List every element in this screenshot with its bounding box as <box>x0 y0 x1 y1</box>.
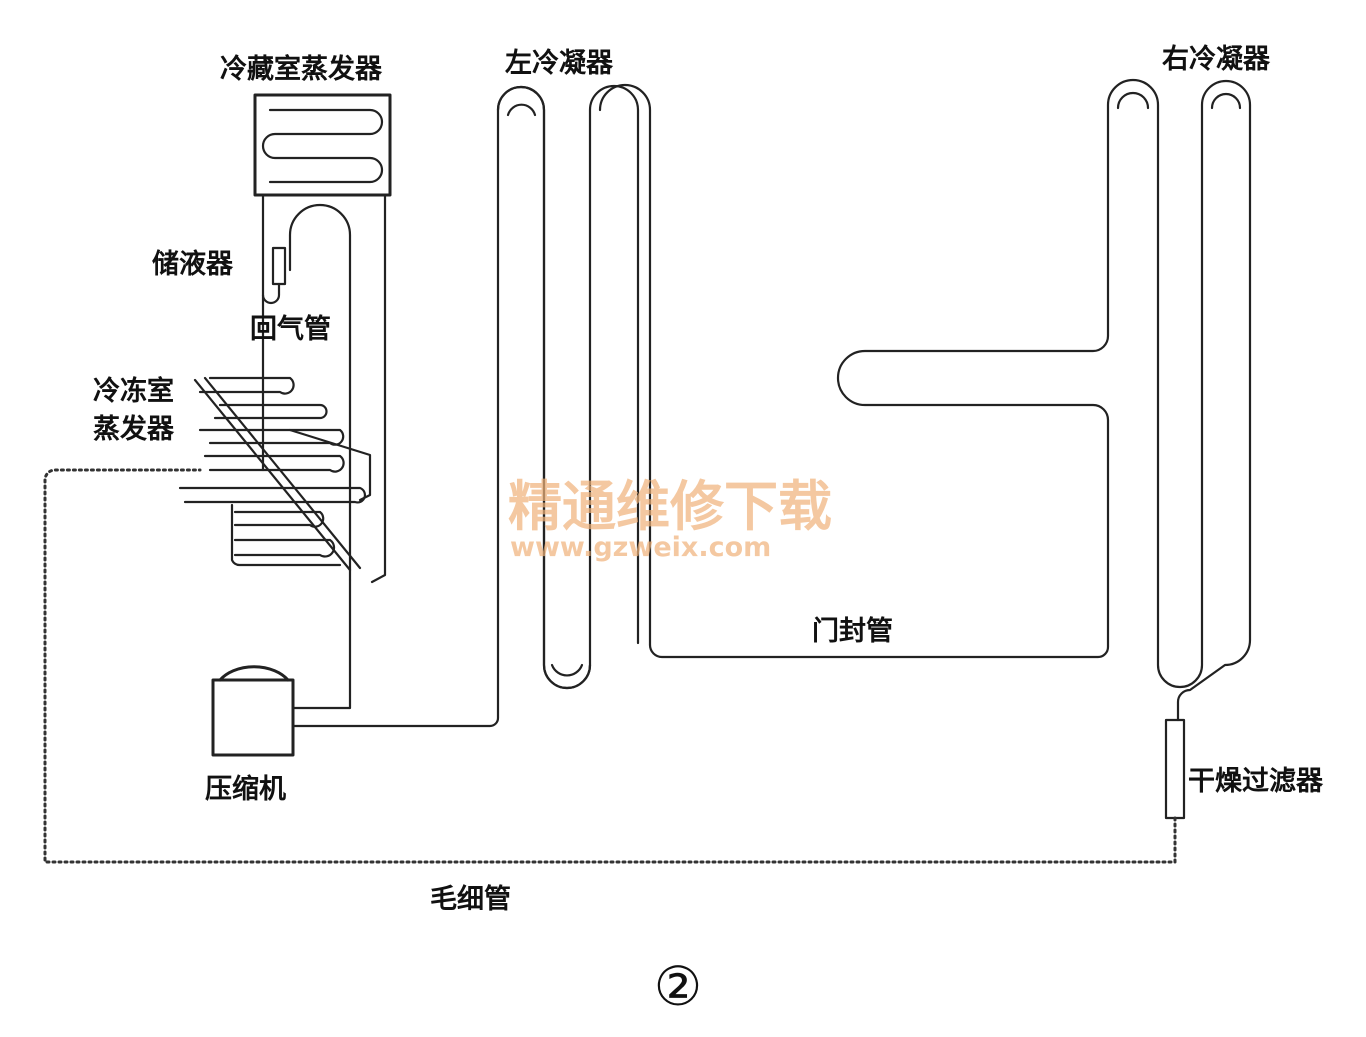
fridge-evaporator-label: 冷藏室蒸发器 <box>220 53 383 85</box>
capillary-pipe <box>43 468 1177 864</box>
door-seal-pipe-label: 门封管 <box>812 616 893 647</box>
freezer-evaporator-label-line2: 蒸发器 <box>93 413 175 445</box>
watermark: 精通维修下载 www.gzweix.com <box>508 474 832 563</box>
left-condenser-label: 左冷凝器 <box>505 48 614 79</box>
accumulator <box>261 246 287 305</box>
capillary-label: 毛细管 <box>430 883 511 915</box>
freezer-evaporator <box>178 376 372 572</box>
accumulator-label: 储液器 <box>152 249 234 280</box>
dryer-filter-label: 干燥过滤器 <box>1188 766 1324 797</box>
figure-number: ② <box>654 955 702 1018</box>
door-seal-pipe <box>648 78 1252 722</box>
right-condenser-label: 右冷凝器 <box>1162 44 1271 75</box>
compressor-icon <box>211 665 295 757</box>
right-condenser <box>1116 91 1242 110</box>
watermark-url: www.gzweix.com <box>510 532 771 563</box>
return-pipe-label: 回气管 <box>250 314 331 345</box>
freezer-evaporator-label-line1: 冷冻室 <box>93 375 174 407</box>
watermark-text: 精通维修下载 <box>508 474 832 538</box>
left-condenser <box>496 83 652 690</box>
dryer-filter-icon <box>1164 718 1186 820</box>
compressor-label: 压缩机 <box>205 773 286 805</box>
fridge-evaporator <box>253 93 392 197</box>
fridge-evaporator-loop-pipe <box>288 193 387 584</box>
